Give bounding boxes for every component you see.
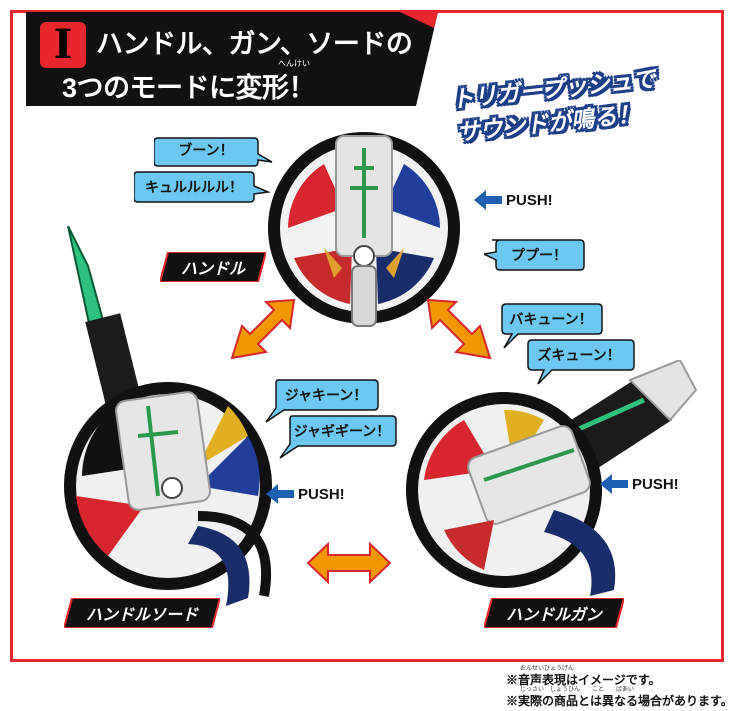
header-line-2: 3つのモードに変形！ [62,73,316,103]
push-handle: PUSH! [474,190,553,210]
push-gun-text: PUSH! [632,475,679,493]
note-line-2: ※実際の商品とは異なる場合があります。 [506,694,733,708]
bubble-handle-3-text: ププー！ [511,247,567,263]
push-sword: PUSH! [266,484,345,504]
bubble-gun-2: ズキューン！ [524,336,635,385]
bubble-gun-2-text: ズキューン！ [537,347,621,363]
header-background [26,12,438,106]
bubble-gun-1: バキューン！ [498,300,604,349]
label-handle-text: ハンドル [180,261,245,278]
bubble-shape [484,239,585,271]
bubble-shape [154,137,273,167]
label-shape [64,598,220,628]
note-line-1: ※音声表現はイメージです。 [506,673,661,687]
bubble-handle-1-text: ブーン！ [178,142,234,158]
label-shape [484,598,624,628]
bubble-gun-1-text: バキューン！ [509,311,593,327]
bubble-shape [279,415,397,459]
sword-mode-device [64,226,272,606]
push-arrow-icon [474,190,502,210]
bubble-sword-2-text: ジャギギーン！ [293,423,391,439]
header-banner: I ハンドル、ガン、ソードの へんけい 3つのモードに変形！ [20,6,440,110]
header-ruby: へんけい [278,59,310,68]
push-handle-text: PUSH! [506,191,553,209]
header-line-1: ハンドル、ガン、ソードの [96,29,413,59]
bubble-sword-1: ジャキーン！ [262,376,379,423]
content-frame [10,10,724,662]
section-number: I [40,22,86,68]
bubble-shape [134,171,271,203]
bubble-handle-1: ブーン！ [154,132,273,168]
handle-mode-device [268,132,460,327]
label-gun-text: ハンドルガン [506,607,602,624]
arrow-handle-gun [426,298,492,360]
gun-mode-device [406,360,698,596]
push-sword-text: PUSH! [298,485,345,503]
bubble-shape [501,303,603,349]
note-ruby-2: じっさい しょうひん こと ばあい [520,687,635,693]
label-gun: ハンドルガン [484,598,624,628]
arrow-handle-sword [230,298,296,360]
bubble-shape [265,379,379,423]
push-arrow-icon [600,474,628,494]
bubble-handle-3: ププー！ [484,236,585,272]
push-arrow-icon [266,484,294,504]
bubble-handle-2: キュルルルル！ [134,168,271,204]
bubble-sword-1-text: ジャキーン！ [284,387,368,403]
push-gun: PUSH! [600,474,679,494]
bubble-handle-2-text: キュルルルル！ [145,179,243,195]
label-sword-text: ハンドルソード [85,607,198,624]
bubble-shape [527,339,635,385]
note-ruby-1: おんせいひょうげん [520,666,575,672]
label-handle: ハンドル [160,252,266,282]
label-shape [160,252,266,282]
arrow-sword-gun [306,541,392,585]
bubble-sword-2: ジャギギーン！ [276,412,397,459]
label-sword: ハンドルソード [64,598,220,628]
